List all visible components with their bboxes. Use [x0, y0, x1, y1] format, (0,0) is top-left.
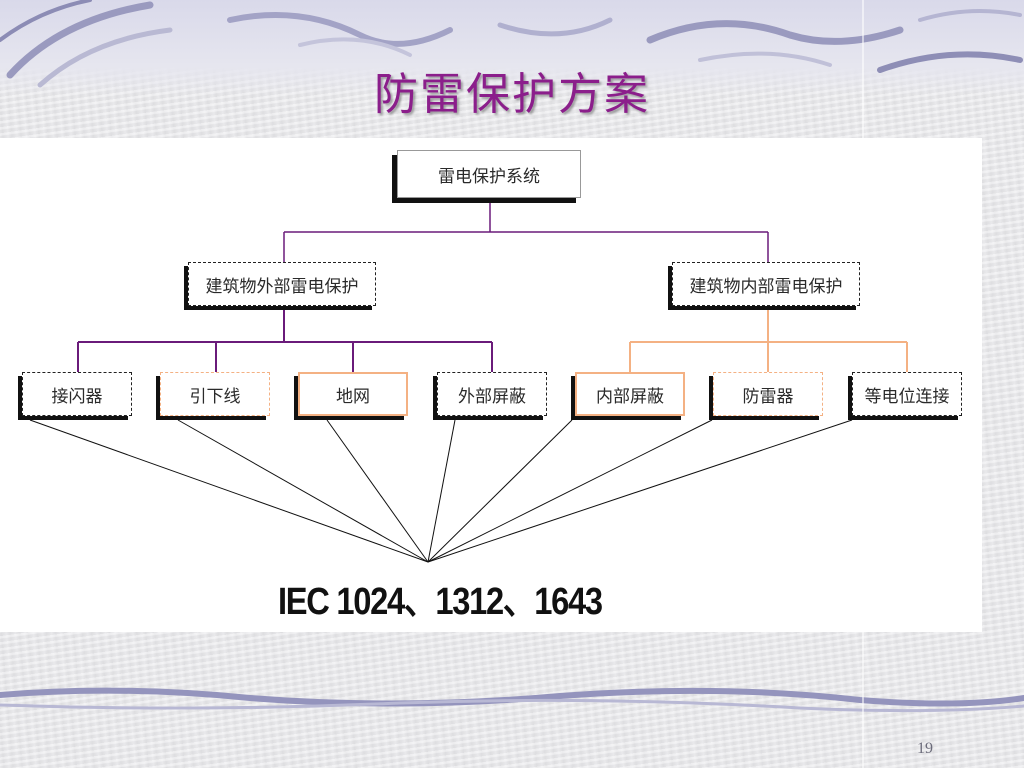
node-label: 内部屏蔽 [596, 386, 664, 407]
node-label: 防雷器 [742, 386, 794, 407]
header-band [0, 0, 1024, 95]
node-internal-protection: 建筑物内部雷电保护 [672, 262, 860, 306]
node-air-terminal: 接闪器 [22, 372, 132, 416]
node-label: 雷电保护系统 [438, 166, 540, 187]
node-label: 等电位连接 [864, 386, 950, 407]
standards-reference: IEC 1024、1312、1643 [278, 581, 603, 623]
node-label: 地网 [336, 386, 370, 407]
node-external-shield: 外部屏蔽 [437, 372, 547, 416]
slide-title: 防雷保护方案 [374, 69, 650, 120]
external-connectors [77, 310, 493, 372]
node-label: 建筑物外部雷电保护 [205, 276, 359, 297]
internal-connectors [629, 310, 908, 372]
node-earth-grid: 地网 [298, 372, 408, 416]
node-external-protection: 建筑物外部雷电保护 [188, 262, 376, 306]
convergence-lines [29, 419, 853, 563]
node-equipotential-bonding: 等电位连接 [852, 372, 962, 416]
node-internal-shield: 内部屏蔽 [575, 372, 685, 416]
page-number: 19 [917, 740, 933, 757]
node-label: 引下线 [189, 386, 241, 407]
node-label: 外部屏蔽 [458, 386, 526, 407]
node-label: 接闪器 [51, 386, 103, 407]
node-down-conductor: 引下线 [160, 372, 270, 416]
root-connectors [283, 199, 769, 262]
node-label: 建筑物内部雷电保护 [689, 276, 843, 297]
node-surge-protector: 防雷器 [713, 372, 823, 416]
node-lightning-protection-system: 雷电保护系统 [397, 150, 581, 198]
